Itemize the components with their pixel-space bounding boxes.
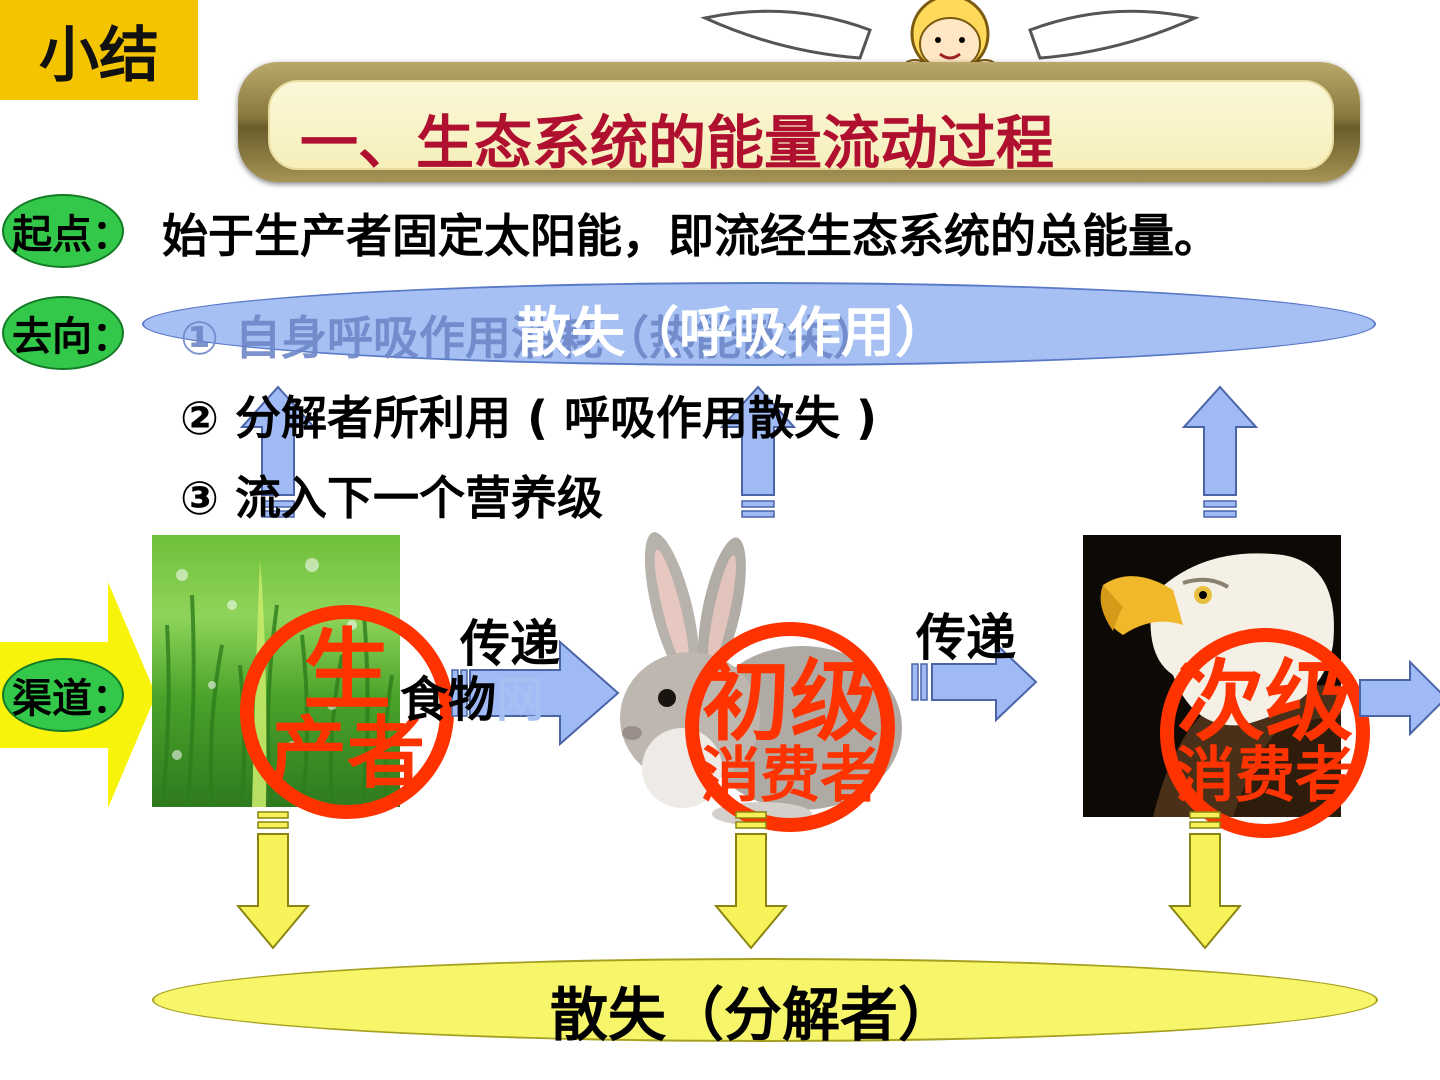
transfer-arrow-3	[1350, 660, 1440, 736]
food-web-label: 食物网	[400, 660, 544, 730]
respiration-loss-label: 散失（呼吸作用）	[517, 288, 949, 367]
fate-item-3: ③ 流入下一个营养级	[180, 462, 603, 528]
secondary-consumer-seal-sub: 消费者	[1174, 746, 1356, 806]
secondary-consumer-seal: 次级 消费者	[1160, 628, 1370, 838]
down-arrow-producer	[236, 808, 310, 950]
page-title: 一、生态系统的能量流动过程	[300, 96, 1054, 180]
start-text: 始于生产者固定太阳能，即流经生态系统的总能量。	[162, 200, 1220, 266]
primary-consumer-seal-main: 初级	[699, 658, 881, 746]
up-arrow-secondary	[1180, 385, 1260, 530]
start-label: 起点：	[2, 194, 124, 268]
decomposer-loss-label: 散失（分解者）	[550, 968, 956, 1052]
down-arrow-secondary	[1168, 808, 1242, 950]
fate-label: 去向：	[2, 296, 124, 370]
transfer-label-2: 传递	[916, 598, 1016, 670]
primary-consumer-seal-sub: 消费者	[699, 746, 881, 806]
food-web-text: 网	[496, 672, 544, 728]
secondary-consumer-seal-main: 次级	[1174, 658, 1356, 746]
primary-consumer-seal: 初级 消费者	[685, 622, 895, 832]
channel-label: 渠道：	[2, 658, 124, 732]
food-chain-text: 食物	[400, 672, 496, 728]
summary-tag: 小结	[0, 0, 198, 100]
down-arrow-primary	[714, 808, 788, 950]
fate-item-2: ② 分解者所利用 ( 呼吸作用散失 )	[180, 382, 877, 448]
